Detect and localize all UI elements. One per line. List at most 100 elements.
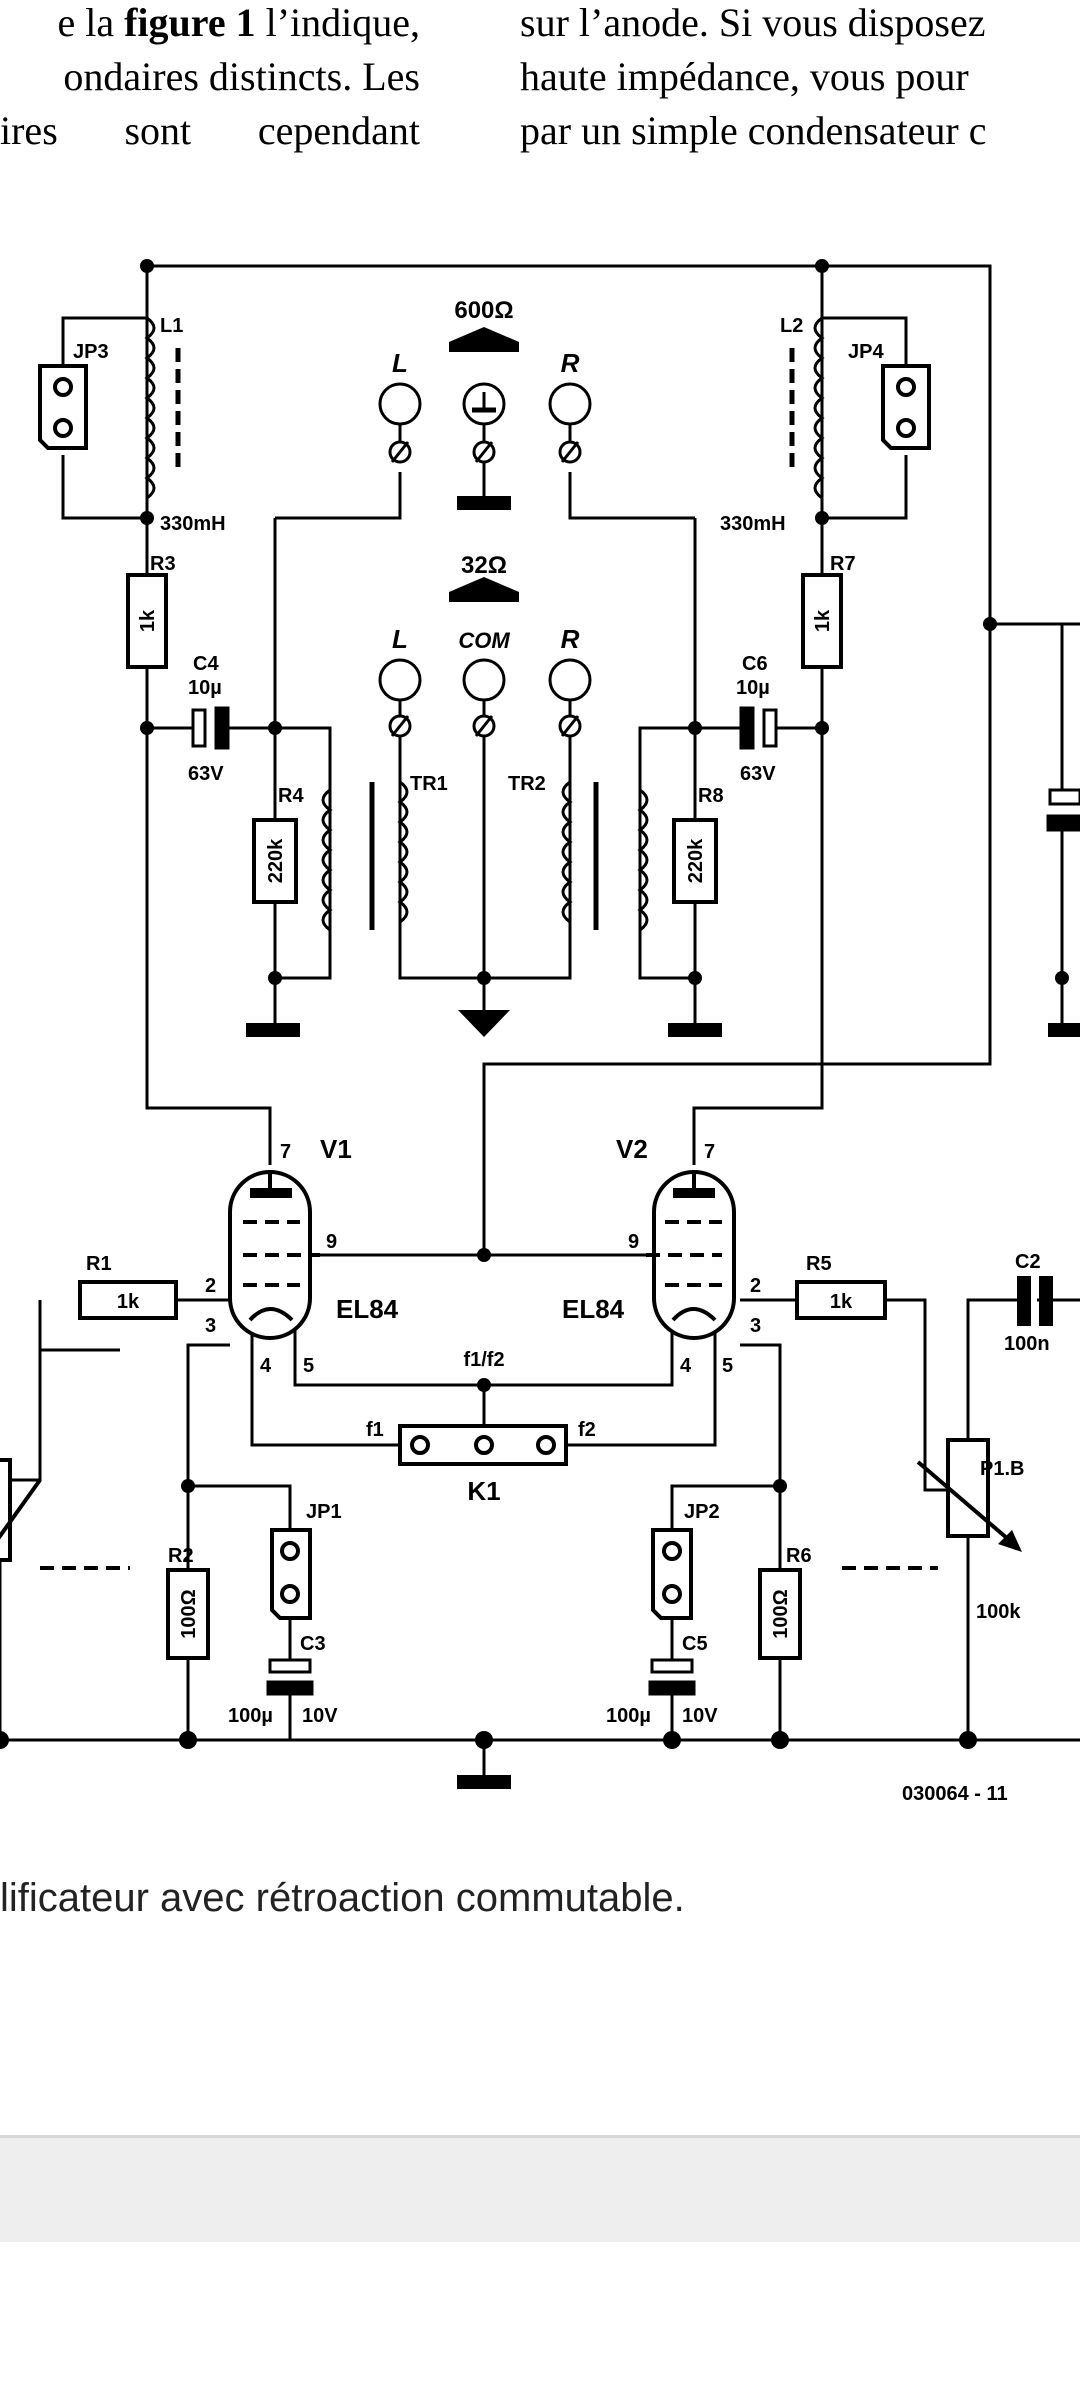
resistor-r4 <box>252 818 298 904</box>
jack-600-left <box>378 382 422 464</box>
capacitor-c5 <box>648 1658 696 1696</box>
label-r3: R3 <box>150 553 176 575</box>
label-r4: R4 <box>278 785 304 807</box>
label-pin3-v1: 3 <box>205 1315 216 1337</box>
label-v2: V2 <box>616 1134 648 1164</box>
label-32-r: R <box>561 624 580 654</box>
resistor-r8 <box>672 818 718 904</box>
label-el84-v2: EL84 <box>562 1294 625 1324</box>
label-600-ohm: 600Ω <box>454 297 513 324</box>
label-pin3-v2: 3 <box>750 1315 761 1337</box>
label-p1b-value: 100k <box>976 1601 1021 1623</box>
label-r4-value: 220k <box>265 838 287 883</box>
resistor-r1 <box>78 1280 178 1320</box>
article-right-column: sur l’anode. Si vous disposez haute impé… <box>520 0 1080 158</box>
label-r6: R6 <box>786 1545 812 1567</box>
transformer-tr2 <box>561 780 649 932</box>
connector-k1 <box>398 1424 568 1466</box>
tube-v1 <box>228 1170 320 1340</box>
figure-reference: figure 1 <box>124 0 256 45</box>
resistor-r6 <box>758 1568 802 1660</box>
tube-v2 <box>646 1170 736 1340</box>
label-c5: C5 <box>682 1633 708 1655</box>
label-c4-value: 10µ <box>188 677 222 699</box>
article-left-line-3: ires sont cependant <box>0 108 420 153</box>
label-r2: R2 <box>168 1545 194 1567</box>
article-right-line-1: sur l’anode. Si vous disposez <box>520 0 986 45</box>
jumper-jp1 <box>270 1528 312 1620</box>
label-r3-value: 1k <box>137 609 159 632</box>
label-c6-voltage: 63V <box>740 763 776 785</box>
label-r2-value: 100Ω <box>178 1589 200 1638</box>
label-c3-voltage: 10V <box>302 1705 338 1727</box>
ground-symbols <box>246 496 1080 1789</box>
label-pin4-v2: 4 <box>680 1355 692 1377</box>
label-r5-value: 1k <box>830 1291 853 1313</box>
label-r7: R7 <box>830 553 856 575</box>
label-c4: C4 <box>193 653 219 675</box>
article-left-column: e la figure 1 l’indique, ondaires distin… <box>0 0 420 158</box>
label-r1: R1 <box>86 1253 112 1275</box>
label-pin2-v1: 2 <box>205 1275 216 1297</box>
label-r8-value: 220k <box>685 838 707 883</box>
label-32-l: L <box>392 624 408 654</box>
capacitor-c2 <box>1017 1276 1053 1326</box>
label-pin7-v2: 7 <box>704 1141 715 1163</box>
label-l1: L1 <box>160 315 183 337</box>
jumper-jp3 <box>38 364 88 450</box>
resistor-r3 <box>126 573 168 669</box>
label-f2: f2 <box>578 1419 596 1441</box>
label-c3-value: 100µ <box>228 1705 273 1727</box>
label-jp4: JP4 <box>848 341 884 363</box>
junction-dots <box>0 259 1069 1749</box>
label-r1-value: 1k <box>117 1291 140 1313</box>
article-left-line-1: e la figure 1 l’indique, <box>0 0 420 50</box>
label-pin9-v2: 9 <box>628 1231 639 1253</box>
label-p1b: P1.B <box>980 1458 1024 1480</box>
label-jp3: JP3 <box>73 341 109 363</box>
transformer-tr1 <box>321 780 409 932</box>
jack-32-right <box>548 658 592 738</box>
label-c3: C3 <box>300 1633 326 1655</box>
label-pin4-v1: 4 <box>260 1355 272 1377</box>
article-right-line-2: haute impédance, vous pour <box>520 54 969 99</box>
label-pin9-v1: 9 <box>326 1231 337 1253</box>
capacitor-c6 <box>739 706 778 750</box>
capacitor-partial <box>1046 788 1080 832</box>
label-c6: C6 <box>742 653 768 675</box>
article-right-line-3: par un simple condensateur c <box>520 108 987 153</box>
jack-600-right <box>548 382 592 464</box>
jumper-jp4 <box>881 364 931 450</box>
jack-600-gnd <box>462 382 506 496</box>
label-c6-value: 10µ <box>736 677 770 699</box>
text-fragment: e la <box>57 0 125 45</box>
arrow-32 <box>449 577 519 602</box>
label-tr1: TR1 <box>410 773 448 795</box>
jack-32-left <box>378 658 422 738</box>
jumper-jp2 <box>651 1528 693 1620</box>
label-f1: f1 <box>366 1419 384 1441</box>
label-pin5-v2: 5 <box>722 1355 733 1377</box>
circuit-schematic: 600Ω 32Ω L R L COM R JP3 JP4 L1 L2 330mH… <box>0 259 1080 1800</box>
label-r5: R5 <box>806 1253 832 1275</box>
schematic-labels: 600Ω 32Ω L R L COM R JP3 JP4 L1 L2 330mH… <box>73 297 1050 1800</box>
potentiometer-p1b <box>842 1438 1022 1570</box>
capacitor-c4 <box>191 706 230 750</box>
capacitor-c3 <box>266 1658 314 1696</box>
label-600-r: R <box>561 348 580 378</box>
inductor-l2 <box>789 316 825 516</box>
potentiometer-partial <box>0 1458 130 1570</box>
label-600-l: L <box>392 348 408 378</box>
label-jp1: JP1 <box>306 1501 342 1523</box>
label-v1: V1 <box>320 1134 352 1164</box>
label-c2: C2 <box>1015 1251 1041 1273</box>
inductor-l1 <box>144 316 181 516</box>
label-pin2-v2: 2 <box>750 1275 761 1297</box>
resistor-r5 <box>795 1280 887 1320</box>
text-fragment: l’indique, <box>255 0 420 45</box>
label-pin5-v1: 5 <box>303 1355 314 1377</box>
label-pin7-v1: 7 <box>280 1141 291 1163</box>
label-c5-voltage: 10V <box>682 1705 718 1727</box>
label-r6-value: 100Ω <box>770 1589 792 1638</box>
figure-caption: lificateur avec rétroaction commutable. <box>0 1876 685 1920</box>
